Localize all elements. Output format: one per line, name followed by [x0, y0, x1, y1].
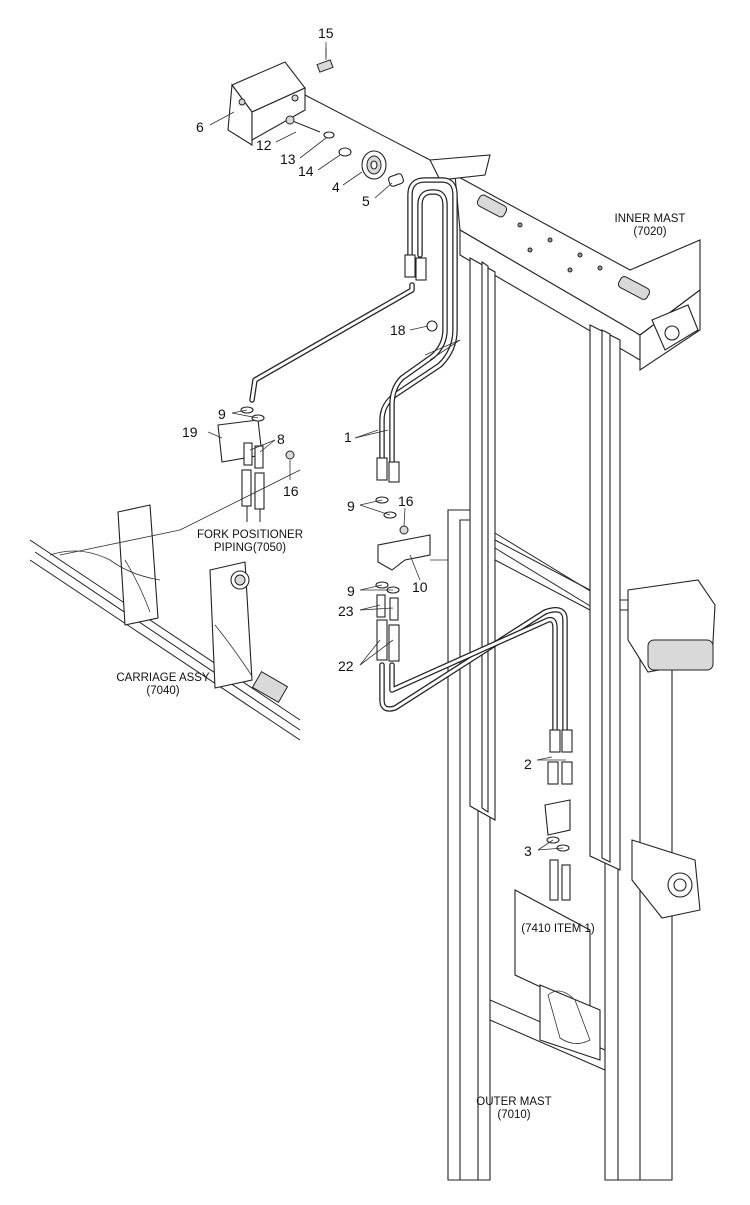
- part-number-9-middle: 9: [347, 498, 355, 514]
- inner-mast-code: (7020): [633, 226, 666, 238]
- part-number-10: 10: [412, 579, 428, 595]
- hydraulic-pipes: [249, 177, 568, 733]
- fork-positioner-label: FORK POSITIONER: [197, 529, 303, 541]
- top-bracket-assembly: [227, 48, 491, 187]
- assembly-captions: INNER MAST (7020) FORK POSITIONER PIPING…: [116, 213, 685, 1121]
- part-number-9-upper-left: 9: [218, 406, 226, 422]
- part-number-19: 19: [182, 424, 198, 440]
- part-number-18: 18: [390, 322, 406, 338]
- part-number-3: 3: [524, 843, 532, 859]
- part-number-9-lower: 9: [347, 583, 355, 599]
- part-number-2: 2: [524, 756, 532, 772]
- inner-mast-label: INNER MAST: [615, 213, 686, 225]
- outer-mast-code: (7010): [497, 1109, 530, 1121]
- inner-mast: [454, 174, 701, 871]
- carriage-assy-code: (7040): [146, 685, 179, 697]
- item-reference-label: (7410 ITEM 1): [521, 923, 595, 935]
- part-number-16-right: 16: [398, 493, 414, 509]
- outer-mast-label: OUTER MAST: [476, 1096, 551, 1108]
- carriage-assembly: [29, 504, 301, 741]
- fittings: [217, 254, 573, 901]
- part-number-12: 12: [256, 137, 272, 153]
- part-number-8: 8: [277, 431, 285, 447]
- part-number-5: 5: [362, 193, 370, 209]
- part-number-14: 14: [298, 163, 314, 179]
- part-number-6: 6: [196, 119, 204, 135]
- part-number-13: 13: [280, 151, 296, 167]
- part-number-15: 15: [318, 25, 334, 41]
- part-number-16-left: 16: [283, 483, 299, 499]
- fork-positioner-code: PIPING(7050): [214, 542, 286, 554]
- part-number-1: 1: [344, 429, 352, 445]
- leader-lines: [59, 42, 566, 851]
- carriage-assy-label: CARRIAGE ASSY: [116, 672, 210, 684]
- outer-mast: [447, 509, 716, 1181]
- part-number-23: 23: [338, 603, 354, 619]
- part-number-4: 4: [332, 179, 340, 195]
- part-number-22: 22: [338, 658, 354, 674]
- part-number-labels: 15 6 12 13 14 4 5 18 1 9 19 8 16 9 16 10…: [182, 25, 532, 859]
